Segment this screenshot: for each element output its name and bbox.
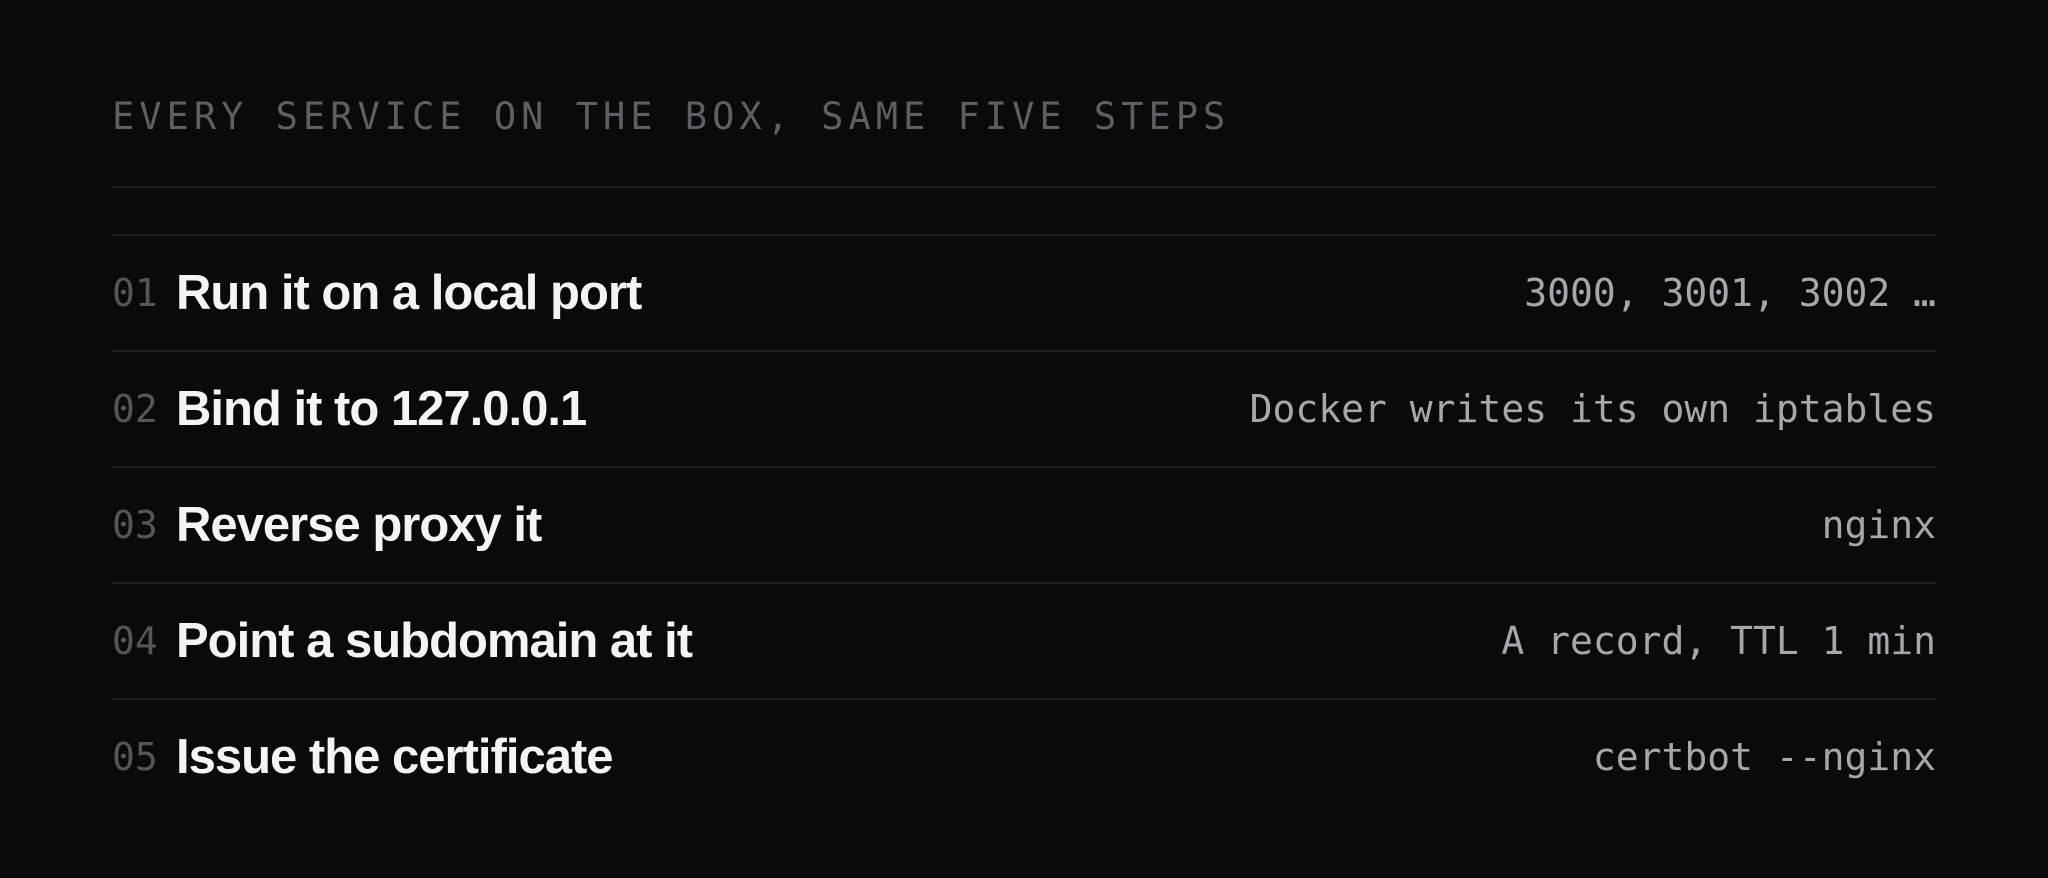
step-heading: 04 Point a subdomain at it <box>112 613 693 669</box>
step-number: 04 <box>112 619 158 663</box>
step-row-2: 02 Bind it to 127.0.0.1 Docker writes it… <box>112 350 1936 466</box>
step-note: 3000, 3001, 3002 … <box>1524 271 1936 315</box>
step-number: 05 <box>112 735 158 779</box>
step-heading: 03 Reverse proxy it <box>112 497 542 553</box>
section-kicker: EVERY SERVICE ON THE BOX, SAME FIVE STEP… <box>112 94 1231 138</box>
step-row-1: 01 Run it on a local port 3000, 3001, 30… <box>112 234 1936 350</box>
step-title: Issue the certificate <box>176 730 614 784</box>
step-title: Point a subdomain at it <box>176 614 693 668</box>
step-title: Reverse proxy it <box>176 498 542 552</box>
step-note: nginx <box>1821 503 1936 547</box>
header-divider <box>112 186 1936 188</box>
step-row-3: 03 Reverse proxy it nginx <box>112 466 1936 582</box>
step-heading: 02 Bind it to 127.0.0.1 <box>112 381 587 437</box>
step-title: Run it on a local port <box>176 266 642 320</box>
step-note: A record, TTL 1 min <box>1501 619 1936 663</box>
steps-list: 01 Run it on a local port 3000, 3001, 30… <box>112 234 1936 814</box>
step-note: Docker writes its own iptables <box>1249 387 1936 431</box>
step-heading: 05 Issue the certificate <box>112 729 614 785</box>
step-number: 03 <box>112 503 158 547</box>
step-note: certbot --nginx <box>1592 735 1936 779</box>
step-title: Bind it to 127.0.0.1 <box>176 382 587 436</box>
step-heading: 01 Run it on a local port <box>112 265 642 321</box>
step-number: 01 <box>112 271 158 315</box>
step-row-4: 04 Point a subdomain at it A record, TTL… <box>112 582 1936 698</box>
step-row-5: 05 Issue the certificate certbot --nginx <box>112 698 1936 814</box>
step-number: 02 <box>112 387 158 431</box>
